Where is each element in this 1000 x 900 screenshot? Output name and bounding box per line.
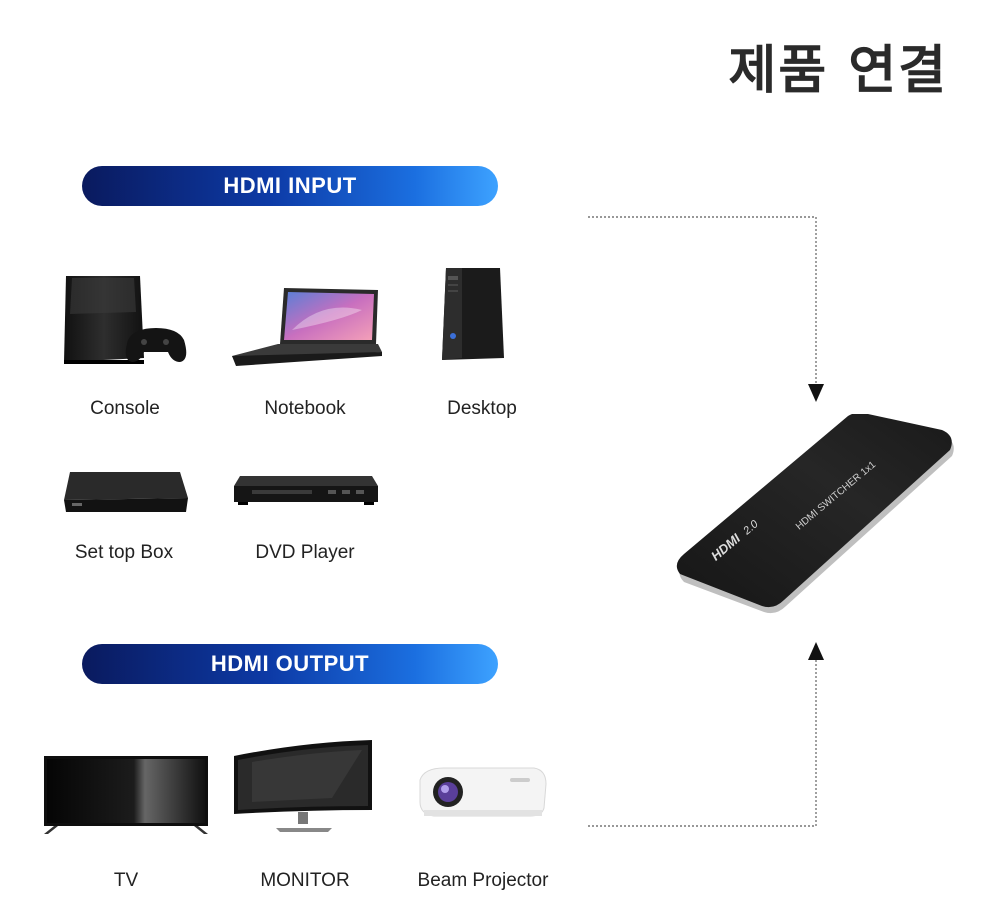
monitor-icon	[232, 738, 376, 834]
output-arrow-icon	[808, 642, 824, 660]
notebook-label: Notebook	[264, 398, 346, 419]
console-icon	[62, 270, 192, 370]
input-connector-line	[588, 216, 817, 384]
notebook-icon	[232, 286, 384, 372]
hdmi-output-header: HDMI OUTPUT	[82, 644, 498, 684]
desktop-label: Desktop	[447, 398, 517, 419]
output-connector-line	[588, 660, 817, 827]
tv-label: TV	[113, 870, 139, 891]
page-title: 제품 연결	[728, 41, 948, 101]
settop-box-icon	[60, 470, 190, 516]
tv-icon	[42, 754, 210, 836]
settop-box-label: Set top Box	[74, 542, 174, 563]
projector-label: Beam Projector	[417, 870, 549, 891]
projector-icon	[414, 762, 550, 820]
console-label: Console	[90, 398, 160, 419]
dvd-player-label: DVD Player	[255, 542, 355, 563]
dvd-player-icon	[232, 474, 380, 508]
desktop-icon	[440, 266, 508, 362]
monitor-label: MONITOR	[260, 870, 350, 891]
input-arrow-icon	[808, 384, 824, 402]
hdmi-input-header: HDMI INPUT	[82, 166, 498, 206]
hdmi-switcher-device: HDMI 2.0 HDMI SWITCHER 1x1	[672, 414, 962, 634]
